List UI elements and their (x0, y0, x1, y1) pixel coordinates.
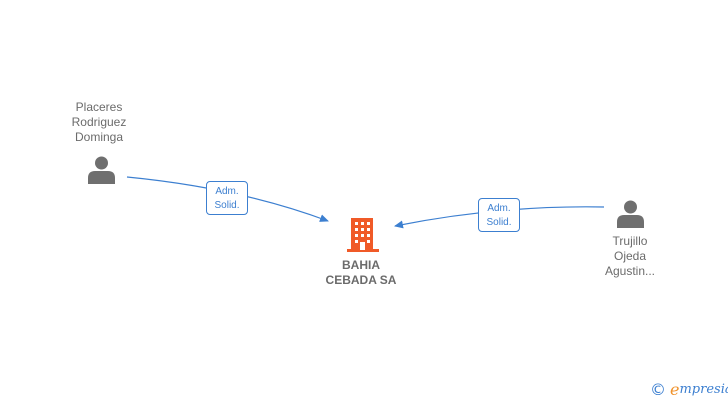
edge-label-1[interactable]: Adm. Solid. (206, 181, 248, 215)
brand-logo[interactable]: © e mpresia (650, 379, 728, 399)
company-name-line-1: BAHIA (342, 258, 380, 272)
person-name-2-line-1: Trujillo (612, 234, 648, 248)
company-name[interactable]: BAHIA CEBADA SA (315, 258, 407, 288)
person-name-1-line-2: Rodriguez (71, 115, 127, 129)
brand-initial: e (670, 379, 680, 399)
person-name-2-line-2: Ojeda (613, 249, 647, 263)
edge-label-2[interactable]: Adm. Solid. (478, 198, 520, 232)
person-name-1-line-1: Placeres (75, 100, 123, 114)
edge-label-1-line-2: Solid. (214, 200, 240, 211)
person-name-1-line-3: Dominga (74, 130, 124, 144)
brand-name: mpresia (679, 381, 728, 397)
person-icon[interactable] (87, 155, 116, 184)
copyright-icon: © (650, 379, 666, 399)
building-icon[interactable] (347, 218, 379, 252)
person-name-2[interactable]: Trujillo Ojeda Agustin... (590, 234, 670, 279)
person-name-2-line-3: Agustin... (604, 264, 656, 278)
person-icon[interactable] (616, 199, 645, 228)
edge-label-2-line-1: Adm. (487, 203, 511, 214)
edge-label-2-line-2: Solid. (486, 217, 512, 228)
person-name-1[interactable]: Placeres Rodriguez Dominga (58, 100, 140, 145)
edge-label-1-line-1: Adm. (215, 186, 239, 197)
company-name-line-2: CEBADA SA (325, 273, 397, 287)
